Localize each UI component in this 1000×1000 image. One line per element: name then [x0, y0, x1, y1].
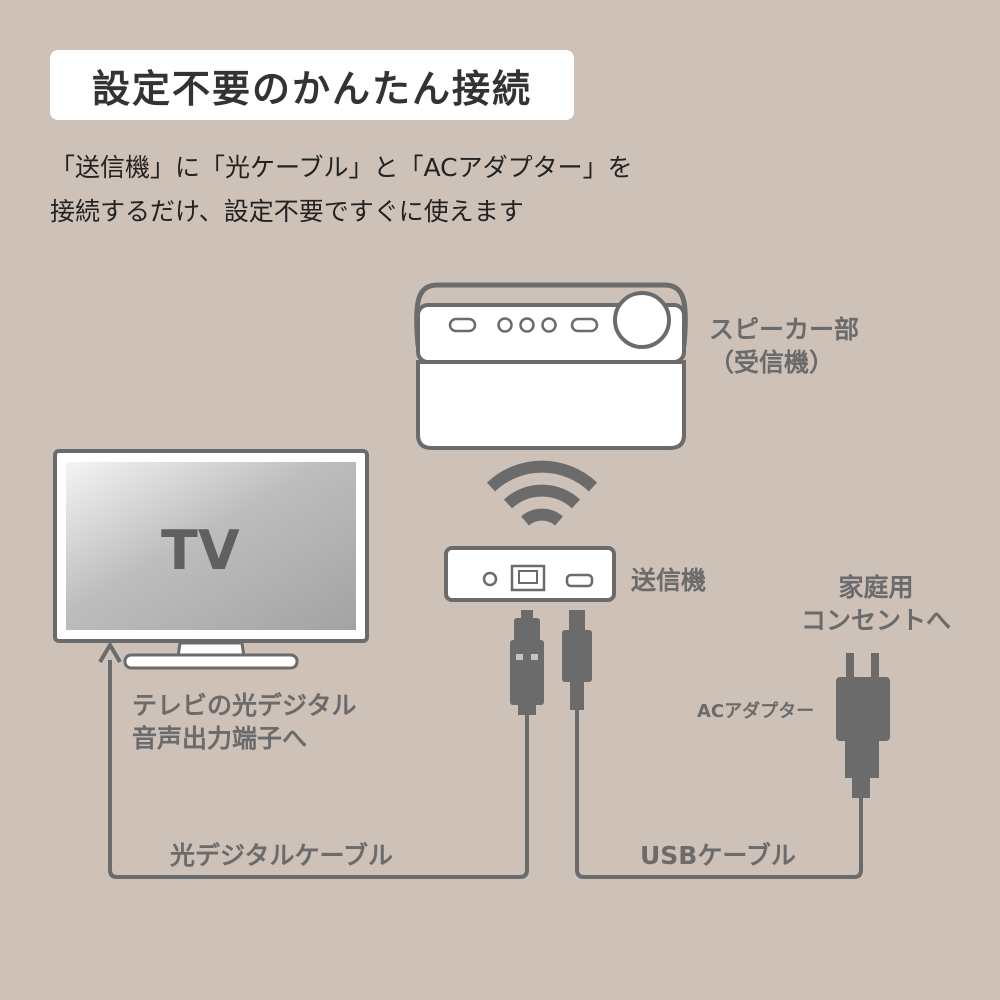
page-title: 設定不要のかんたん接続	[91, 66, 532, 111]
usb-plug-icon	[562, 610, 592, 710]
title-box: 設定不要のかんたん接続	[50, 50, 574, 120]
tv-port-label: テレビの光デジタル 音声出力端子へ	[132, 690, 357, 755]
tv-port-arrow-icon	[98, 641, 122, 664]
speaker-label-line-1: スピーカー部	[709, 315, 860, 344]
speaker-icon	[414, 282, 688, 450]
description-line-2: 接続するだけ、設定不要ですぐに使えます	[50, 197, 524, 226]
ac-adapter-label: ACアダプター	[697, 701, 815, 722]
tv-icon	[53, 449, 369, 670]
optical-cable-line	[108, 660, 529, 879]
speaker-label: スピーカー部 （受信機）	[709, 314, 859, 379]
speaker-label-line-2: （受信機）	[709, 347, 835, 377]
usb-cable-line	[575, 708, 863, 879]
outlet-label: 家庭用 コンセントへ	[776, 572, 976, 637]
tv-port-label-line-1: テレビの光デジタル	[132, 691, 357, 720]
tv-label: TV	[161, 519, 240, 582]
optical-cable-label: 光デジタルケーブル	[170, 841, 394, 870]
transmitter-icon	[444, 546, 616, 602]
cables	[108, 660, 863, 879]
description-line-1: 「送信機」に「光ケーブル」と「ACアダプター」を	[50, 153, 633, 182]
ac-adapter-icon	[836, 653, 890, 798]
tv-port-label-line-2: 音声出力端子へ	[132, 723, 308, 753]
optical-plug-icon	[510, 610, 544, 715]
description: 「送信機」に「光ケーブル」と「ACアダプター」を 接続するだけ、設定不要ですぐに…	[50, 146, 633, 234]
transmitter-label: 送信機	[631, 566, 707, 595]
wifi-icon	[486, 460, 598, 526]
usb-cable-label: USBケーブル	[640, 841, 796, 870]
outlet-label-line-2: コンセントへ	[800, 605, 951, 635]
outlet-label-line-1: 家庭用	[838, 573, 914, 602]
